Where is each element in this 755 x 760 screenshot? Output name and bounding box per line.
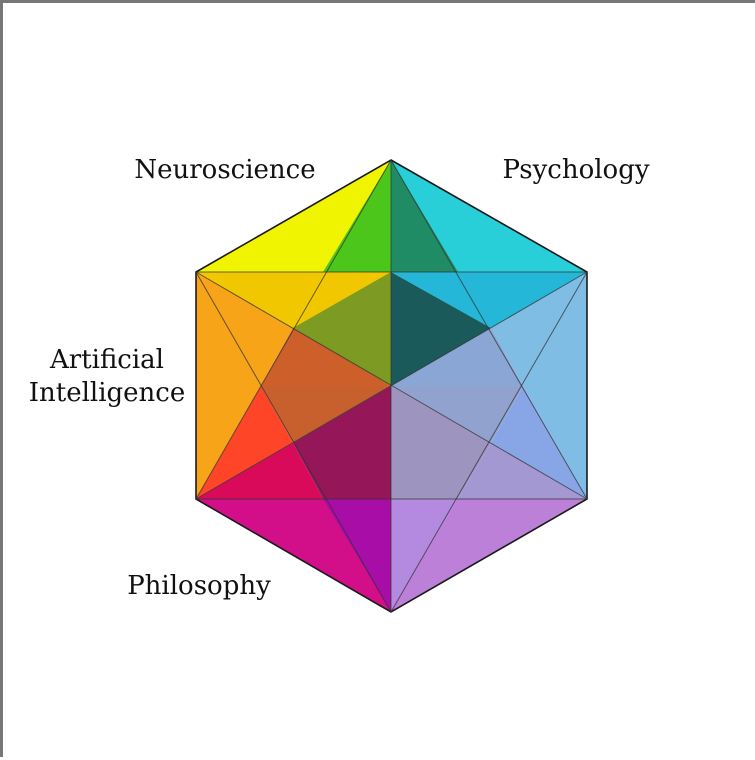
lower-right-band bbox=[458, 443, 587, 499]
ai-band bbox=[196, 272, 293, 499]
philosophy-inner-wedge bbox=[323, 499, 391, 612]
ai-center-wedge bbox=[261, 386, 391, 443]
right-lower-wedge bbox=[491, 386, 587, 499]
psychology-lower-wedge bbox=[391, 272, 587, 328]
right-center-wedge bbox=[391, 328, 523, 386]
neuroscience-center-wedge bbox=[293, 272, 391, 386]
hexagon-diagram: Neuroscience Psychology Artificial Intel… bbox=[29, 155, 650, 613]
ai-lower-wedge bbox=[196, 386, 293, 499]
psychology-center-wedge bbox=[391, 272, 491, 386]
philosophy-band bbox=[196, 443, 323, 499]
neuroscience-inner-wedge bbox=[323, 160, 391, 272]
star-lines bbox=[195, 159, 588, 613]
label-ai-line1: Artificial bbox=[49, 345, 164, 375]
label-philosophy: Philosophy bbox=[127, 571, 271, 601]
lower-right-center-wedge bbox=[391, 386, 491, 499]
philosophy-center-wedge bbox=[293, 386, 391, 499]
label-ai-line2: Intelligence bbox=[29, 378, 186, 408]
label-psychology: Psychology bbox=[502, 155, 649, 185]
right-mid-wedge bbox=[391, 386, 523, 443]
label-neuroscience: Neuroscience bbox=[134, 155, 315, 185]
ai-middle-wedge bbox=[261, 328, 391, 386]
right-band bbox=[491, 272, 587, 499]
